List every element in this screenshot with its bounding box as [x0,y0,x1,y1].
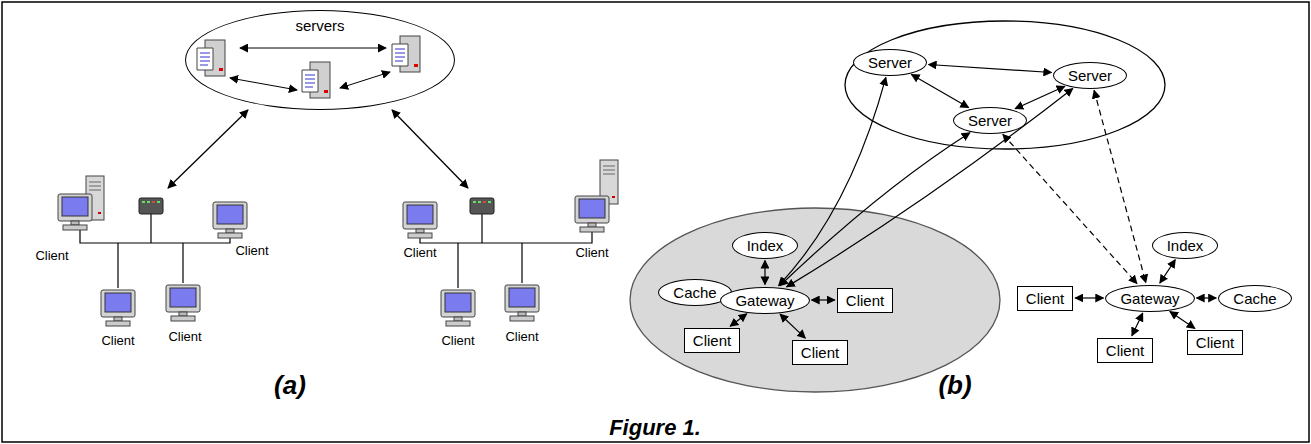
connector [780,314,805,338]
node-text: Server [1068,67,1112,84]
gateway-node: Gateway [1105,285,1194,312]
subfigure-label: (a) [274,370,306,401]
client-label: Client [101,333,134,348]
client-label: Client [575,245,608,260]
index-node: Index [732,232,799,259]
client-box: Client [837,288,893,313]
node-text: Server [868,54,912,71]
client-label: Client [403,245,436,260]
client-box: Client [1097,338,1153,363]
connector [780,133,970,286]
connector [1132,313,1143,336]
server-node: Server [1053,62,1127,89]
client-label: Client [168,329,201,344]
client-box: Client [684,328,740,353]
node-text: Index [1167,237,1204,254]
connector [1160,260,1175,283]
node-text: servers [295,17,344,34]
node-text: Cache [1233,290,1276,307]
node-text: Gateway [735,292,794,309]
node-text: Client [1106,342,1144,359]
connector [1170,311,1195,328]
node-text: Server [968,112,1012,129]
figure-caption: Figure 1. [609,415,701,441]
server-node: Server [853,49,927,76]
client-box: Client [792,340,848,365]
gateway-node: Gateway [720,287,809,314]
connector [779,77,886,285]
connector [764,261,765,285]
connector [1003,134,1137,283]
client-label: Client [235,243,268,258]
node-text: Client [1026,290,1064,307]
connector [1075,297,1103,298]
server-node: Server [953,107,1027,134]
connector [911,74,968,107]
node-text: Index [747,237,784,254]
client-label: Client [35,248,68,263]
node-text: Client [801,344,839,361]
node-text: Gateway [1120,290,1179,307]
cache-node: Cache [1218,285,1291,312]
connector [1015,86,1065,108]
connector [1094,90,1146,282]
connector [730,314,747,327]
subfigure-label: (b) [938,370,971,401]
client-label: Client [441,333,474,348]
node-text: Client [846,292,884,309]
node-text: Cache [673,284,716,301]
connector [1197,297,1217,298]
node-text: Client [693,332,731,349]
client-label: Client [505,329,538,344]
connector [812,299,835,300]
server-cloud: servers [185,10,455,110]
client-box: Client [1187,330,1243,355]
node-text: Client [1196,334,1234,351]
client-box: Client [1017,286,1073,311]
connector [787,88,1073,286]
connector [929,65,1052,73]
index-node: Index [1152,232,1219,259]
